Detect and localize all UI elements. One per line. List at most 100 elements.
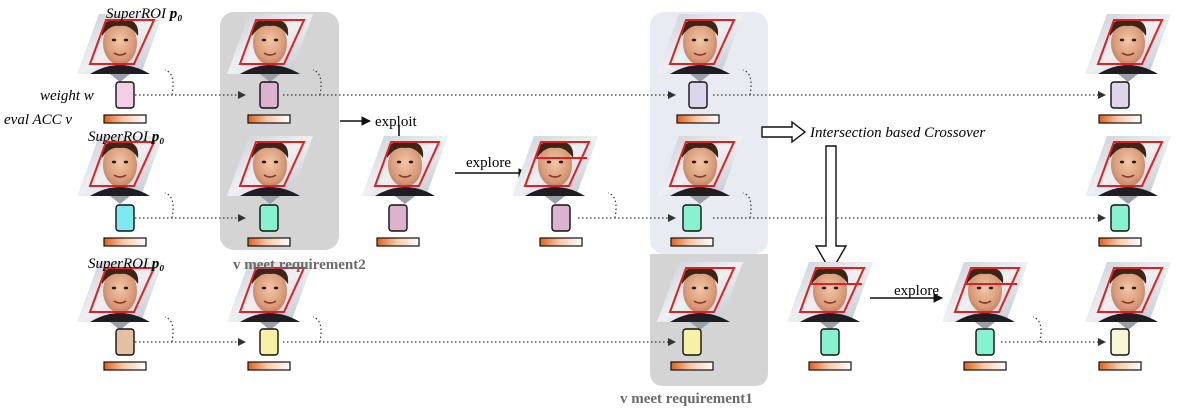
face-photo-icon	[968, 269, 1002, 313]
roi-outline	[238, 267, 306, 313]
roi-outline	[1096, 267, 1164, 313]
face-photo-icon	[813, 269, 847, 313]
model-unit	[1098, 328, 1142, 371]
weight-label: weight w	[40, 88, 94, 104]
model-unit	[247, 81, 291, 124]
face-photo-icon	[1111, 21, 1145, 65]
crossover-hollow-arrow-down	[814, 145, 848, 274]
explore-label-1: explore	[466, 155, 511, 171]
roi-outline	[668, 19, 736, 65]
weight-box-icon	[551, 204, 571, 232]
model-unit	[676, 81, 720, 124]
model-unit	[808, 328, 852, 371]
face-tile	[227, 14, 313, 82]
requirement2-label: v meet requirement2	[233, 257, 366, 273]
weight-box-icon	[682, 328, 702, 356]
roi-outline	[88, 267, 156, 313]
face-photo-icon	[253, 269, 287, 313]
gradient-bar-icon	[103, 361, 147, 371]
model-units	[103, 81, 1142, 371]
eval-acc-label: eval ACC v	[4, 112, 72, 128]
gradient-bar-icon	[1098, 361, 1142, 371]
weight-box-icon	[688, 81, 708, 109]
model-unit	[670, 204, 714, 247]
weight-box-icon	[259, 204, 279, 232]
face-photo-icon	[683, 143, 717, 187]
gradient-bar-icon	[676, 114, 720, 124]
face-tile	[227, 262, 313, 330]
face-tile	[657, 14, 743, 82]
model-unit	[670, 328, 714, 371]
superroi-label-mid: SuperROI p₀	[88, 129, 164, 145]
face-tile	[1085, 262, 1171, 330]
roi-outline	[523, 141, 591, 187]
model-unit	[963, 328, 1007, 371]
face-tile	[1085, 14, 1171, 82]
gradient-bar-icon	[670, 361, 714, 371]
weight-box-icon	[1110, 81, 1130, 109]
gradient-bar-icon	[670, 237, 714, 247]
explore-label-2: explore	[894, 283, 939, 299]
model-unit	[1098, 81, 1142, 124]
gradient-bar-icon	[376, 237, 420, 247]
superroi-label-bottom: SuperROI p₀	[88, 256, 164, 272]
weight-box-icon	[820, 328, 840, 356]
roi-outline	[668, 141, 736, 187]
face-tile	[657, 136, 743, 204]
weight-box-icon	[115, 204, 135, 232]
gradient-bar-icon	[963, 361, 1007, 371]
weight-box-icon	[259, 81, 279, 109]
face-photo-icon	[103, 21, 137, 65]
face-tile	[227, 136, 313, 204]
model-unit	[247, 204, 291, 247]
weight-box-icon	[682, 204, 702, 232]
requirement1-label: v meet requirement1	[620, 391, 753, 407]
weight-box-icon	[975, 328, 995, 356]
weight-box-icon	[115, 328, 135, 356]
gradient-bar-icon	[1098, 114, 1142, 124]
face-tiles	[77, 14, 1171, 330]
gradient-bar-icon	[247, 237, 291, 247]
model-unit	[376, 204, 420, 247]
gradient-bar-icon	[103, 114, 147, 124]
roi-outline	[88, 19, 156, 65]
face-tile	[362, 136, 448, 204]
face-photo-icon	[683, 269, 717, 313]
face-photo-icon	[538, 143, 572, 187]
weight-box-icon	[388, 204, 408, 232]
weight-box-icon	[1110, 328, 1130, 356]
dotted-links	[135, 69, 1100, 343]
face-tile	[942, 262, 1028, 330]
roi-outline	[798, 267, 866, 313]
face-photo-icon	[388, 143, 422, 187]
model-unit	[103, 204, 147, 247]
roi-outline	[953, 267, 1021, 313]
face-tile	[77, 136, 163, 204]
roi-outline	[238, 141, 306, 187]
roi-outline	[668, 267, 736, 313]
gradient-bar-icon	[1098, 237, 1142, 247]
gradient-bar-icon	[247, 114, 291, 124]
roi-outline	[1096, 19, 1164, 65]
roi-outline	[373, 141, 441, 187]
model-unit	[1098, 204, 1142, 247]
crossover-hollow-arrow-right	[761, 120, 807, 144]
model-unit	[103, 328, 147, 371]
gradient-bar-icon	[103, 237, 147, 247]
gradient-bar-icon	[539, 237, 583, 247]
model-unit	[103, 81, 147, 124]
face-photo-icon	[253, 21, 287, 65]
face-photo-icon	[253, 143, 287, 187]
superroi-label-top: SuperROI p₀	[106, 6, 182, 22]
face-photo-icon	[1111, 143, 1145, 187]
face-photo-icon	[103, 269, 137, 313]
roi-outline	[238, 19, 306, 65]
face-tile	[77, 262, 163, 330]
crossover-label: Intersection based Crossover	[809, 125, 985, 141]
model-unit	[247, 328, 291, 371]
weight-box-icon	[115, 81, 135, 109]
roi-outline	[88, 141, 156, 187]
exploit-label: exploit	[375, 114, 417, 130]
face-photo-icon	[683, 21, 717, 65]
